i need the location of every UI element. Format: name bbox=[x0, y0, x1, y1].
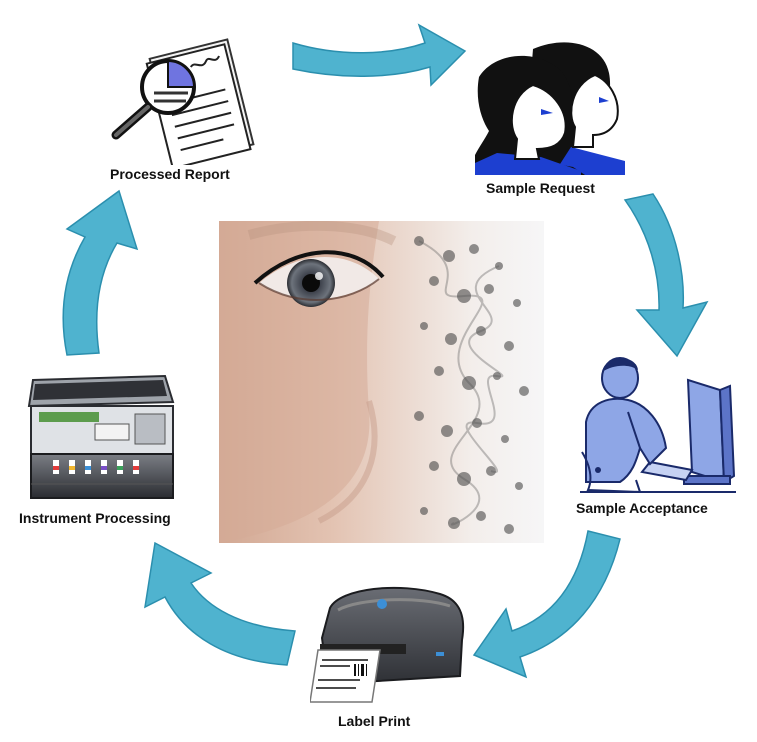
arrow-acceptance-to-label bbox=[472, 530, 621, 679]
arrow-request-to-acceptance bbox=[623, 193, 709, 358]
arrow-report-to-request bbox=[292, 23, 467, 87]
arrow-label-to-instrument bbox=[144, 541, 296, 666]
eye-dna-photo bbox=[219, 221, 544, 543]
arrow-instrument-to-report bbox=[62, 189, 139, 356]
processed-report-label: Processed Report bbox=[110, 166, 230, 182]
label-print-label: Label Print bbox=[338, 713, 411, 729]
instrument-processing-label: Instrument Processing bbox=[19, 510, 171, 526]
magnifier-report-icon bbox=[111, 38, 255, 165]
label-printer-icon bbox=[310, 586, 465, 703]
person-at-computer-icon bbox=[580, 357, 736, 494]
lab-instrument-icon bbox=[27, 374, 175, 499]
two-people-icon bbox=[475, 42, 625, 175]
sample-request-label: Sample Request bbox=[486, 180, 595, 196]
sample-acceptance-label: Sample Acceptance bbox=[576, 500, 708, 516]
